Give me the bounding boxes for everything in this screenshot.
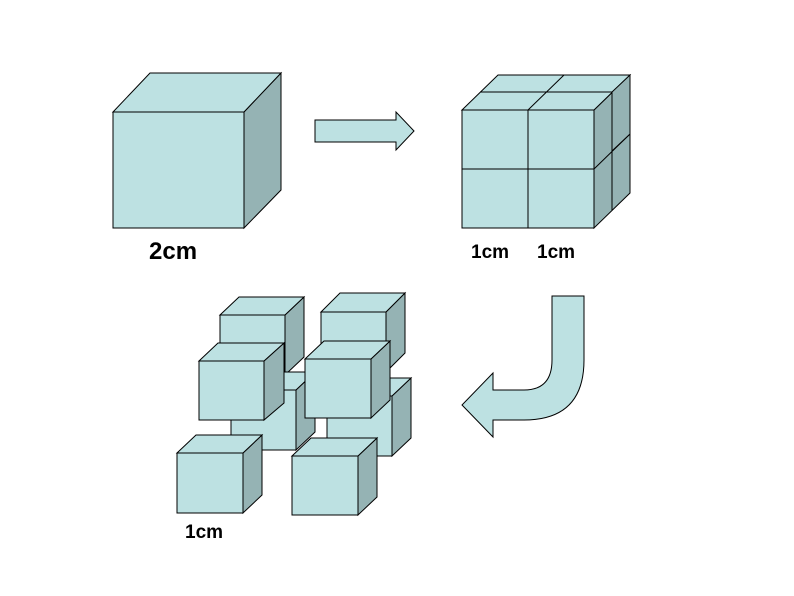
curved-down-left-arrow-icon bbox=[461, 295, 585, 439]
right-arrow-icon bbox=[314, 110, 415, 152]
small-cube bbox=[175, 433, 264, 515]
small-cubes-group bbox=[175, 291, 413, 517]
small-cube-edge-label: 1cm bbox=[185, 522, 224, 543]
large-cube-edge-label: 2cm bbox=[149, 238, 198, 265]
small-cube bbox=[290, 436, 379, 517]
small-cube bbox=[303, 339, 392, 420]
small-cube bbox=[197, 341, 286, 422]
large-cube bbox=[111, 71, 283, 230]
split-cube bbox=[460, 73, 632, 230]
split-cube-edge-label-left: 1cm bbox=[471, 242, 510, 263]
split-cube-edge-label-right: 1cm bbox=[537, 242, 576, 263]
